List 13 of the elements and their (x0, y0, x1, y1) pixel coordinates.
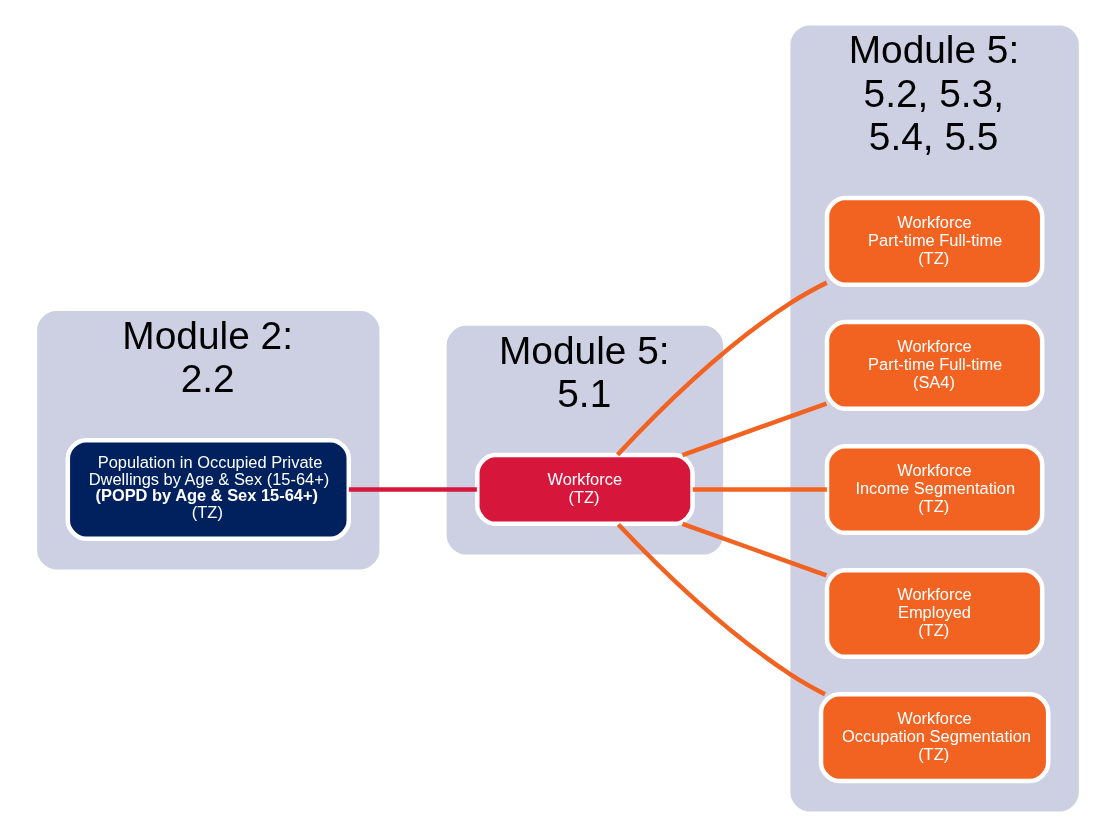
node-box: Workforce Employed (TZ) (824, 567, 1045, 660)
node-box: Workforce Income Segmentation (TZ) (824, 443, 1045, 536)
connector (615, 280, 828, 457)
node-box: Workforce Occupation Segmentation (TZ) (818, 692, 1051, 784)
connector (681, 521, 828, 578)
connector (616, 523, 826, 697)
node-box: Workforce Part-time Full-time (TZ) (824, 195, 1045, 287)
node-box: Workforce (TZ) (475, 452, 695, 527)
connector (348, 487, 477, 492)
node-box: Workforce Part-time Full-time (SA4) (824, 319, 1045, 412)
connector (692, 487, 827, 492)
node-box: Population in Occupied Private Dwellings by Age & Sex (15-64+) (POPD by Age & Sex 15-64+) (TZ) (65, 437, 351, 542)
connector (681, 401, 828, 458)
